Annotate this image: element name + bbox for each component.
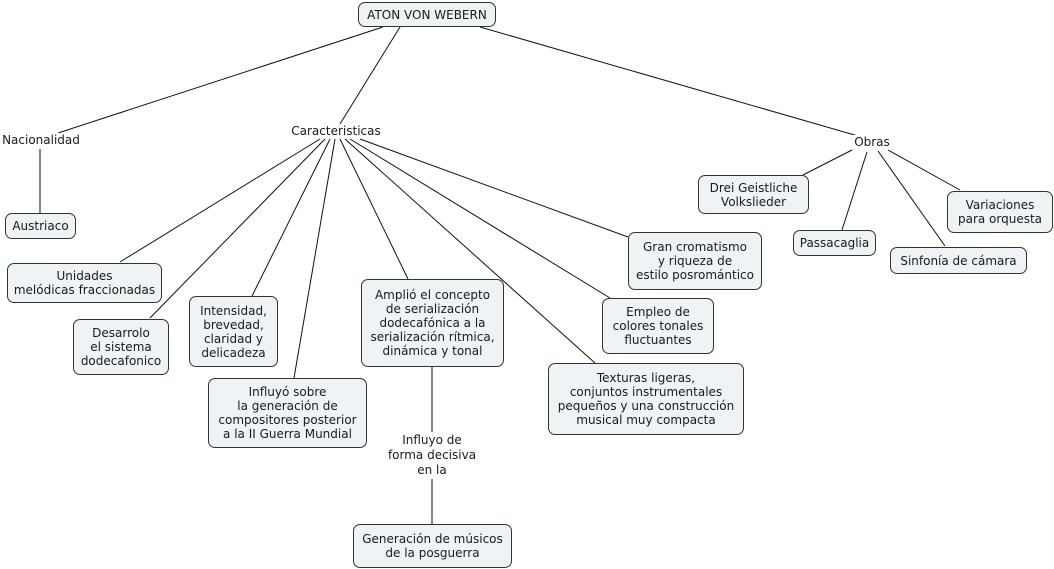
- concept-generacion-musicos[interactable]: Generación de músicos de la posguerra: [353, 524, 512, 568]
- link-car-gran: [359, 138, 629, 238]
- link-car-desarrolo: [149, 138, 326, 319]
- linking-phrase-obras[interactable]: Obras: [851, 135, 893, 149]
- concept-passacaglia[interactable]: Passacaglia: [793, 230, 876, 256]
- link-car-unidades: [119, 138, 321, 263]
- link-root-obras: [479, 26, 859, 137]
- linking-phrase-nacionalidad[interactable]: Nacionalidad: [1, 133, 81, 147]
- concept-drei-geistliche[interactable]: Drei Geistliche Volkslieder: [698, 175, 809, 214]
- link-obras-sinfonia: [877, 150, 946, 247]
- link-root-caracteristicas: [339, 26, 401, 125]
- concept-gran-cromatismo[interactable]: Gran cromatismo y riqueza de estilo posr…: [628, 232, 762, 290]
- link-obras-variaciones: [887, 149, 961, 191]
- link-car-influyo-sobre: [293, 138, 336, 379]
- concept-texturas-ligeras[interactable]: Texturas ligeras, conjuntos instrumental…: [548, 363, 744, 435]
- concept-austriaco[interactable]: Austriaco: [5, 213, 76, 239]
- concept-amplio-concepto[interactable]: Amplió el concepto de serialización dode…: [361, 279, 504, 367]
- link-car-texturas: [344, 138, 596, 364]
- root-concept-aton-von-webern[interactable]: ATON VON WEBERN: [358, 2, 496, 27]
- link-root-nacionalidad: [57, 26, 384, 134]
- concept-unidades-melodicas[interactable]: Unidades melódicas fraccionadas: [7, 263, 162, 303]
- linking-phrase-influyo[interactable]: Influyo de forma decisiva en la: [380, 433, 484, 478]
- concept-variaciones-orquesta[interactable]: Variaciones para orquesta: [947, 191, 1053, 233]
- link-obras-passacaglia: [841, 151, 868, 231]
- concept-empleo-colores[interactable]: Empleo de colores tonales fluctuantes: [602, 298, 714, 354]
- link-car-amplio: [339, 138, 409, 280]
- link-car-empleo: [349, 138, 611, 299]
- concept-sinfonia-camara[interactable]: Sinfonía de cámara: [890, 247, 1027, 274]
- link-obras-drei: [802, 149, 853, 176]
- concept-desarrolo-sistema[interactable]: Desarrolo el sistema dodecafonico: [73, 319, 169, 375]
- link-car-intensidad: [251, 138, 331, 297]
- linking-phrase-caracteristicas[interactable]: Caracteristicas: [290, 124, 382, 138]
- concept-intensidad[interactable]: Intensidad, brevedad, claridad y delicad…: [189, 296, 278, 367]
- concept-influyo-sobre[interactable]: Influyó sobre la generación de composito…: [208, 378, 367, 448]
